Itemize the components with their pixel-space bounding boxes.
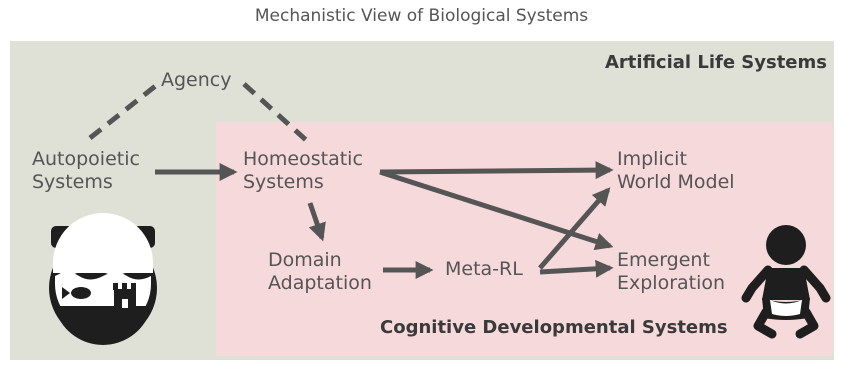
node-domain-adaptation: Domain Adaptation <box>268 249 372 294</box>
baby-icon <box>741 225 831 339</box>
edge-homeostatic-domain <box>307 202 326 242</box>
diagram-title: Mechanistic View of Biological Systems <box>254 6 589 26</box>
artificial-life-label: Artificial Life Systems <box>605 52 827 73</box>
edge-metarl-emergent <box>539 259 614 278</box>
node-autopoietic-systems: Autopoietic Systems <box>32 148 140 193</box>
edge-homeostatic-emergent <box>379 169 614 251</box>
edge-metarl-implicit <box>538 187 611 270</box>
edge-agency-homeostatic <box>242 82 308 142</box>
fishbowl-icon <box>49 213 157 345</box>
edge-autopoietic-agency <box>88 82 160 140</box>
node-meta-rl: Meta-RL <box>445 258 523 280</box>
cognitive-developmental-label: Cognitive Developmental Systems <box>380 317 728 338</box>
edge-homeostatic-implicit <box>379 161 614 180</box>
node-emergent-exploration: Emergent Exploration <box>617 249 726 294</box>
node-homeostatic-systems: Homeostatic Systems <box>243 148 363 193</box>
node-implicit-world-model: Implicit World Model <box>617 148 735 193</box>
node-agency: Agency <box>161 69 232 91</box>
